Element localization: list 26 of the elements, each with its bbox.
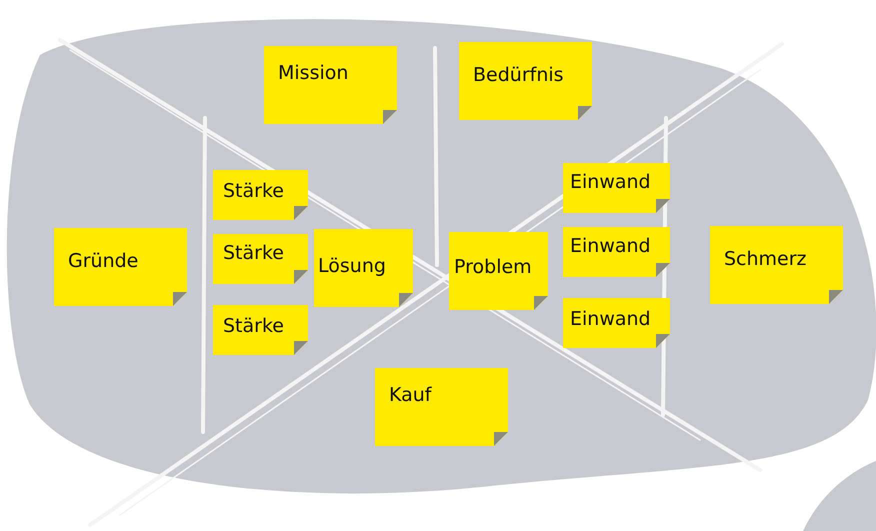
note-text: Stärke bbox=[223, 180, 284, 202]
sticky-note bbox=[563, 227, 670, 277]
note-text: Gründe bbox=[68, 250, 138, 272]
note-text: Bedürfnis bbox=[473, 64, 564, 86]
sticky-note bbox=[449, 232, 548, 310]
sticky-note bbox=[563, 298, 670, 348]
sticky-note bbox=[459, 42, 592, 120]
note-text: Einwand bbox=[570, 171, 651, 193]
note-text: Problem bbox=[454, 256, 532, 278]
note-text: Stärke bbox=[223, 315, 284, 337]
note-text: Lösung bbox=[318, 255, 386, 277]
sticky-note bbox=[54, 228, 187, 306]
sticky-note bbox=[264, 46, 397, 124]
sticky-note bbox=[563, 163, 670, 213]
note-text: Mission bbox=[278, 62, 348, 84]
note-text: Einwand bbox=[570, 308, 651, 330]
note-text: Einwand bbox=[570, 235, 651, 257]
sticky-note bbox=[213, 170, 308, 220]
note-text: Kauf bbox=[389, 384, 432, 406]
sticky-note bbox=[710, 226, 843, 304]
sticky-note bbox=[314, 229, 413, 307]
note-text: Stärke bbox=[223, 242, 284, 264]
sticky-note bbox=[213, 234, 308, 284]
sticky-note bbox=[213, 305, 308, 355]
note-text: Schmerz bbox=[724, 248, 807, 270]
sticky-note bbox=[375, 368, 508, 446]
